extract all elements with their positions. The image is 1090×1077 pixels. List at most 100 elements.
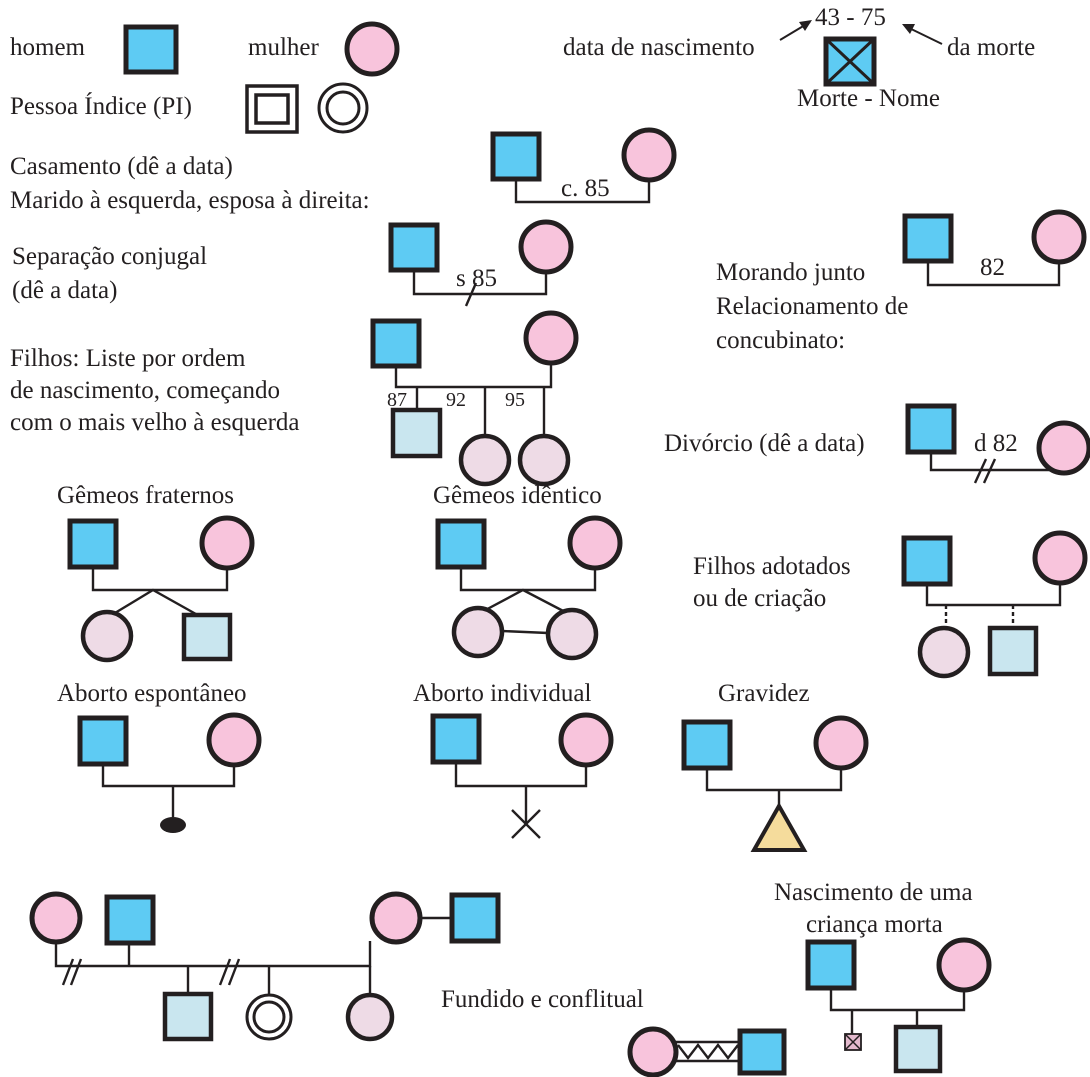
abortion-mother — [558, 712, 614, 768]
stillbirth-mother — [936, 937, 992, 993]
divorce-slash-2 — [982, 458, 997, 484]
complex-index-person — [245, 993, 293, 1041]
abortion-x-symbol — [511, 809, 541, 839]
dates-43-75: 43 - 75 — [815, 4, 886, 31]
divorce-slash-1 — [973, 458, 988, 484]
label-children-3: com o mais velho à esquerda — [10, 409, 300, 436]
fused-female — [627, 1026, 679, 1077]
child-2-daughter — [458, 433, 512, 487]
label-male: homem — [10, 34, 86, 61]
separation-date: s 85 — [456, 265, 497, 292]
cohab-date: 82 — [980, 254, 1005, 281]
adopted-mother — [1032, 530, 1088, 586]
complex-divorce-slash-1 — [61, 958, 75, 986]
label-separation-2: (dê a data) — [12, 277, 117, 304]
female-symbol — [344, 21, 400, 77]
label-miscarriage: Aborto espontâneo — [57, 680, 247, 707]
label-stillbirth-1: Nascimento de uma — [774, 879, 973, 906]
complex-divorce-slash-3 — [218, 958, 232, 986]
pregnancy-triangle — [750, 801, 808, 852]
fraternal-twin-daughter — [80, 609, 134, 663]
child-1-year: 87 — [387, 389, 407, 411]
separation-line — [412, 268, 548, 296]
label-female: mulher — [248, 34, 319, 61]
deceased-symbol — [823, 36, 877, 87]
marriage-wife — [621, 127, 677, 183]
divorce-date: d 82 — [974, 430, 1018, 457]
index-person-female-symbol — [317, 82, 369, 134]
label-birth-date: data de nascimento — [563, 34, 755, 61]
label-fused-conflictual: Fundido e conflitual — [441, 986, 644, 1013]
marriage-date: c. 85 — [561, 175, 610, 202]
fused-conflict-connector — [675, 1040, 740, 1063]
fraternal-twin-lines — [109, 588, 204, 620]
fraternal-parent-line — [91, 565, 229, 592]
adopted-parent-line — [925, 580, 1062, 607]
complex-divorce-slash-4 — [227, 958, 241, 986]
stillbirth-sibling — [893, 1024, 943, 1074]
identical-twin-lines — [477, 588, 570, 616]
label-divorce: Divórcio (dê a data) — [664, 430, 865, 457]
index-person-male-symbol — [245, 84, 299, 134]
label-children-1: Filhos: Liste por ordem — [10, 345, 246, 372]
abortion-parent-line — [454, 760, 588, 788]
identical-twin-1 — [451, 605, 505, 659]
arrow-to-birth — [779, 20, 812, 41]
pregnancy-parent-line — [705, 765, 843, 792]
child-3-daughter — [517, 433, 571, 487]
identical-parent-line — [459, 566, 597, 592]
fraternal-mother — [199, 515, 255, 571]
label-cohab-2: Relacionamento de — [716, 293, 908, 320]
male-symbol — [123, 24, 179, 75]
marriage-line — [514, 177, 651, 204]
pregnancy-father — [681, 719, 733, 771]
label-adopted-2: ou de criação — [693, 585, 826, 612]
child-3-year: 95 — [505, 389, 525, 411]
children-mother — [523, 310, 579, 366]
label-cohab-1: Morando junto — [716, 259, 865, 286]
label-separation-1: Separação conjugal — [12, 243, 207, 270]
stillbirth-parent-line — [829, 985, 966, 1012]
pregnancy-mother — [813, 715, 869, 771]
fraternal-twin-son — [181, 612, 233, 662]
adopted-father — [901, 535, 953, 587]
label-marriage-2: Marido à esquerda, esposa à direita: — [10, 187, 370, 214]
arrow-to-death — [902, 24, 943, 45]
identical-mother — [567, 515, 623, 571]
label-adopted-1: Filhos adotados — [693, 553, 851, 580]
complex-son — [162, 991, 214, 1042]
cohab-female — [1031, 209, 1087, 265]
identical-twin-2 — [545, 607, 599, 661]
marriage-husband — [490, 131, 542, 182]
complex-first-wife — [29, 891, 83, 945]
stillbirth-father — [805, 939, 857, 991]
label-index-person: Pessoa Índice (PI) — [10, 92, 192, 120]
label-marriage-1: Casamento (dê a data) — [10, 153, 233, 180]
miscarriage-father — [77, 715, 129, 767]
identical-twin-bar — [501, 629, 549, 635]
label-cohab-3: concubinato: — [716, 327, 845, 354]
label-abortion: Aborto individual — [413, 680, 592, 707]
divorce-wife — [1036, 420, 1090, 476]
adopted-daughter — [917, 625, 971, 679]
label-death-name: Morte - Nome — [797, 85, 940, 112]
label-fraternal-twins: Gêmeos fraternos — [57, 482, 234, 509]
label-stillbirth-2: criança morta — [806, 911, 943, 938]
miscarriage-parent-line — [101, 762, 236, 788]
complex-main-line — [54, 941, 372, 968]
complex-second-husband — [449, 892, 501, 944]
children-parent-line — [394, 360, 553, 389]
fraternal-father — [67, 518, 119, 570]
identical-father — [435, 518, 487, 570]
separation-wife — [518, 219, 574, 275]
complex-second-wife — [369, 891, 423, 945]
label-children-2: de nascimento, começando — [10, 377, 280, 404]
cohab-male — [902, 213, 954, 264]
adopted-son — [987, 625, 1039, 677]
label-pregnancy: Gravidez — [718, 680, 810, 707]
stillborn-child-symbol — [844, 1033, 862, 1051]
divorce-husband — [905, 403, 957, 455]
complex-divorce-slash-2 — [69, 958, 83, 986]
